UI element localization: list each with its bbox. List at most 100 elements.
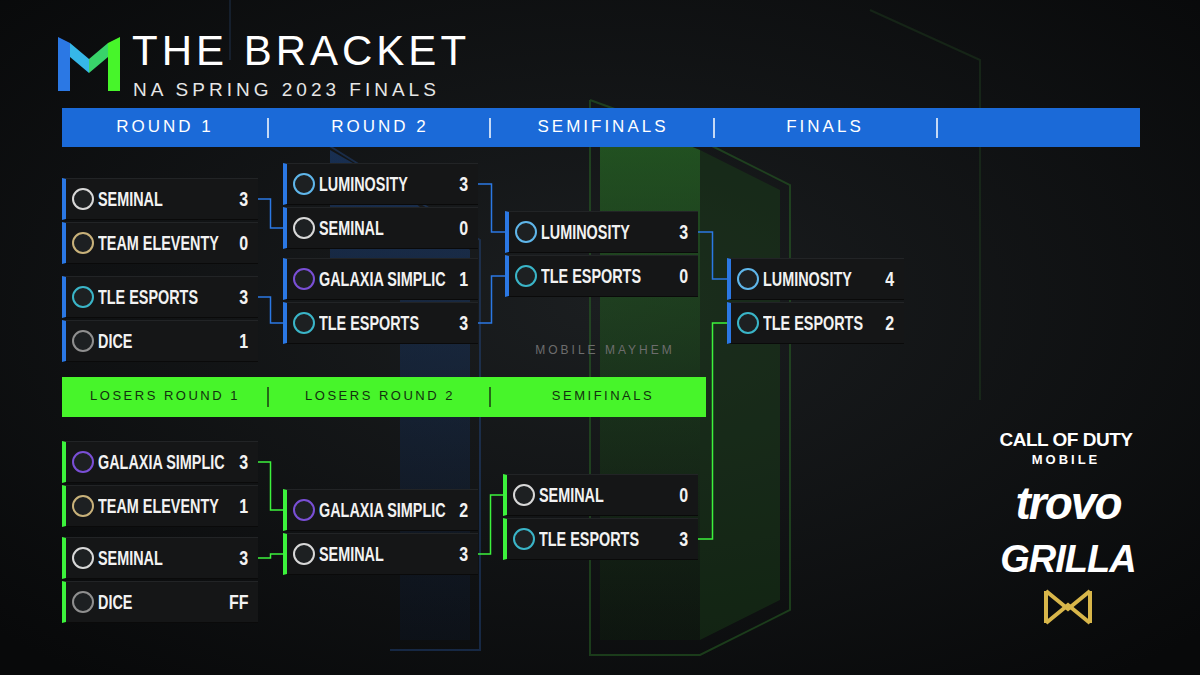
header-logo <box>56 33 122 95</box>
team-row: GALAXIA SIMPLIC 1 <box>283 258 478 300</box>
team-score: 1 <box>239 494 248 518</box>
team-row: DICE 1 <box>62 320 258 362</box>
team-row: TLE ESPORTS 3 <box>62 276 258 318</box>
bracket-connector <box>258 199 283 228</box>
team-logo <box>72 232 94 254</box>
team-logo <box>737 312 759 334</box>
team-logo <box>72 547 94 569</box>
team-row: SEMINAL 0 <box>503 474 698 516</box>
sponsor-logo-text: trovo <box>958 476 1178 531</box>
team-logo <box>72 188 94 210</box>
team-row: SEMINAL 3 <box>62 178 258 220</box>
team-logo <box>72 451 94 473</box>
team-row: TLE ESPORTS 3 <box>503 518 698 560</box>
bracket-connector <box>478 495 503 554</box>
team-score: 2 <box>885 311 894 335</box>
team-logo <box>515 265 537 287</box>
team-row: TEAM ELEVENTY 0 <box>62 222 258 264</box>
team-score: 3 <box>679 527 688 551</box>
bracket-connector <box>478 276 505 323</box>
losers-round-label: SEMIFINALS <box>503 388 703 404</box>
team-score: 3 <box>679 220 688 244</box>
team-score: 1 <box>239 329 248 353</box>
team-logo <box>72 591 94 613</box>
team-name: SEMINAL <box>319 216 384 240</box>
round-label: ROUND 1 <box>65 117 265 137</box>
team-score: 3 <box>239 450 248 474</box>
team-name: TEAM ELEVENTY <box>98 494 219 518</box>
subtitle: NA SPRING 2023 FINALS <box>133 78 533 101</box>
team-name: DICE <box>98 590 132 614</box>
team-name: LUMINOSITY <box>319 172 408 196</box>
team-logo <box>72 495 94 517</box>
team-row: SEMINAL 3 <box>62 537 258 579</box>
team-row: SEMINAL 3 <box>283 533 478 575</box>
team-logo <box>737 268 759 290</box>
team-score: 3 <box>239 546 248 570</box>
team-score: 1 <box>459 267 468 291</box>
team-name: SEMINAL <box>319 542 384 566</box>
team-name: LUMINOSITY <box>763 267 852 291</box>
team-logo <box>293 312 315 334</box>
team-score: 0 <box>679 483 688 507</box>
losers-round-label: LOSERS ROUND 2 <box>280 388 480 404</box>
team-name: GALAXIA SIMPLIC <box>319 498 446 522</box>
team-score: 4 <box>885 267 894 291</box>
bracket-connector <box>698 232 727 279</box>
team-logo <box>72 286 94 308</box>
team-logo <box>515 221 537 243</box>
team-logo <box>293 268 315 290</box>
round-label: ROUND 2 <box>280 117 480 137</box>
team-row: LUMINOSITY 3 <box>505 211 698 253</box>
team-name: TLE ESPORTS <box>539 527 639 551</box>
team-row: LUMINOSITY 3 <box>283 163 478 205</box>
team-logo <box>72 330 94 352</box>
team-name: DICE <box>98 329 132 353</box>
team-logo <box>513 528 535 550</box>
team-name: SEMINAL <box>98 187 163 211</box>
team-name: TLE ESPORTS <box>98 285 198 309</box>
team-logo <box>293 499 315 521</box>
team-name: GALAXIA SIMPLIC <box>319 267 446 291</box>
team-row: SEMINAL 0 <box>283 207 478 249</box>
sponsor-logo-text: GRILLA <box>958 536 1178 582</box>
team-row: TLE ESPORTS 2 <box>727 302 904 344</box>
team-score: 0 <box>239 231 248 255</box>
team-score: 0 <box>679 264 688 288</box>
sponsor-logo <box>1043 588 1093 626</box>
team-logo <box>293 543 315 565</box>
bracket-connector <box>258 462 283 510</box>
team-name: TEAM ELEVENTY <box>98 231 219 255</box>
team-score: FF <box>228 590 248 614</box>
team-row: TEAM ELEVENTY 1 <box>62 485 258 527</box>
bracket-title: THE BRACKET <box>132 28 470 74</box>
bracket-connector <box>698 323 727 539</box>
team-row: DICE FF <box>62 581 258 623</box>
team-score: 3 <box>459 542 468 566</box>
team-name: GALAXIA SIMPLIC <box>98 450 225 474</box>
team-row: LUMINOSITY 4 <box>727 258 904 300</box>
losers-round-label: LOSERS ROUND 1 <box>65 388 265 404</box>
sponsor-logo-text: MOBILE <box>966 452 1166 468</box>
team-name: LUMINOSITY <box>541 220 630 244</box>
team-name: SEMINAL <box>98 546 163 570</box>
watermark: MOBILE MAYHEM <box>495 343 715 357</box>
team-logo <box>513 484 535 506</box>
round-label: FINALS <box>725 117 925 137</box>
bracket-connector <box>478 184 505 232</box>
team-score: 0 <box>459 216 468 240</box>
team-name: TLE ESPORTS <box>763 311 863 335</box>
round-label: SEMIFINALS <box>503 117 703 137</box>
team-row: TLE ESPORTS 0 <box>505 255 698 297</box>
bracket-connector <box>258 297 283 323</box>
team-score: 3 <box>239 187 248 211</box>
team-logo <box>293 173 315 195</box>
team-name: SEMINAL <box>539 483 604 507</box>
team-score: 3 <box>459 172 468 196</box>
team-score: 2 <box>459 498 468 522</box>
team-name: TLE ESPORTS <box>319 311 419 335</box>
team-score: 3 <box>239 285 248 309</box>
team-row: TLE ESPORTS3 <box>283 302 478 344</box>
team-name: TLE ESPORTS <box>541 264 641 288</box>
